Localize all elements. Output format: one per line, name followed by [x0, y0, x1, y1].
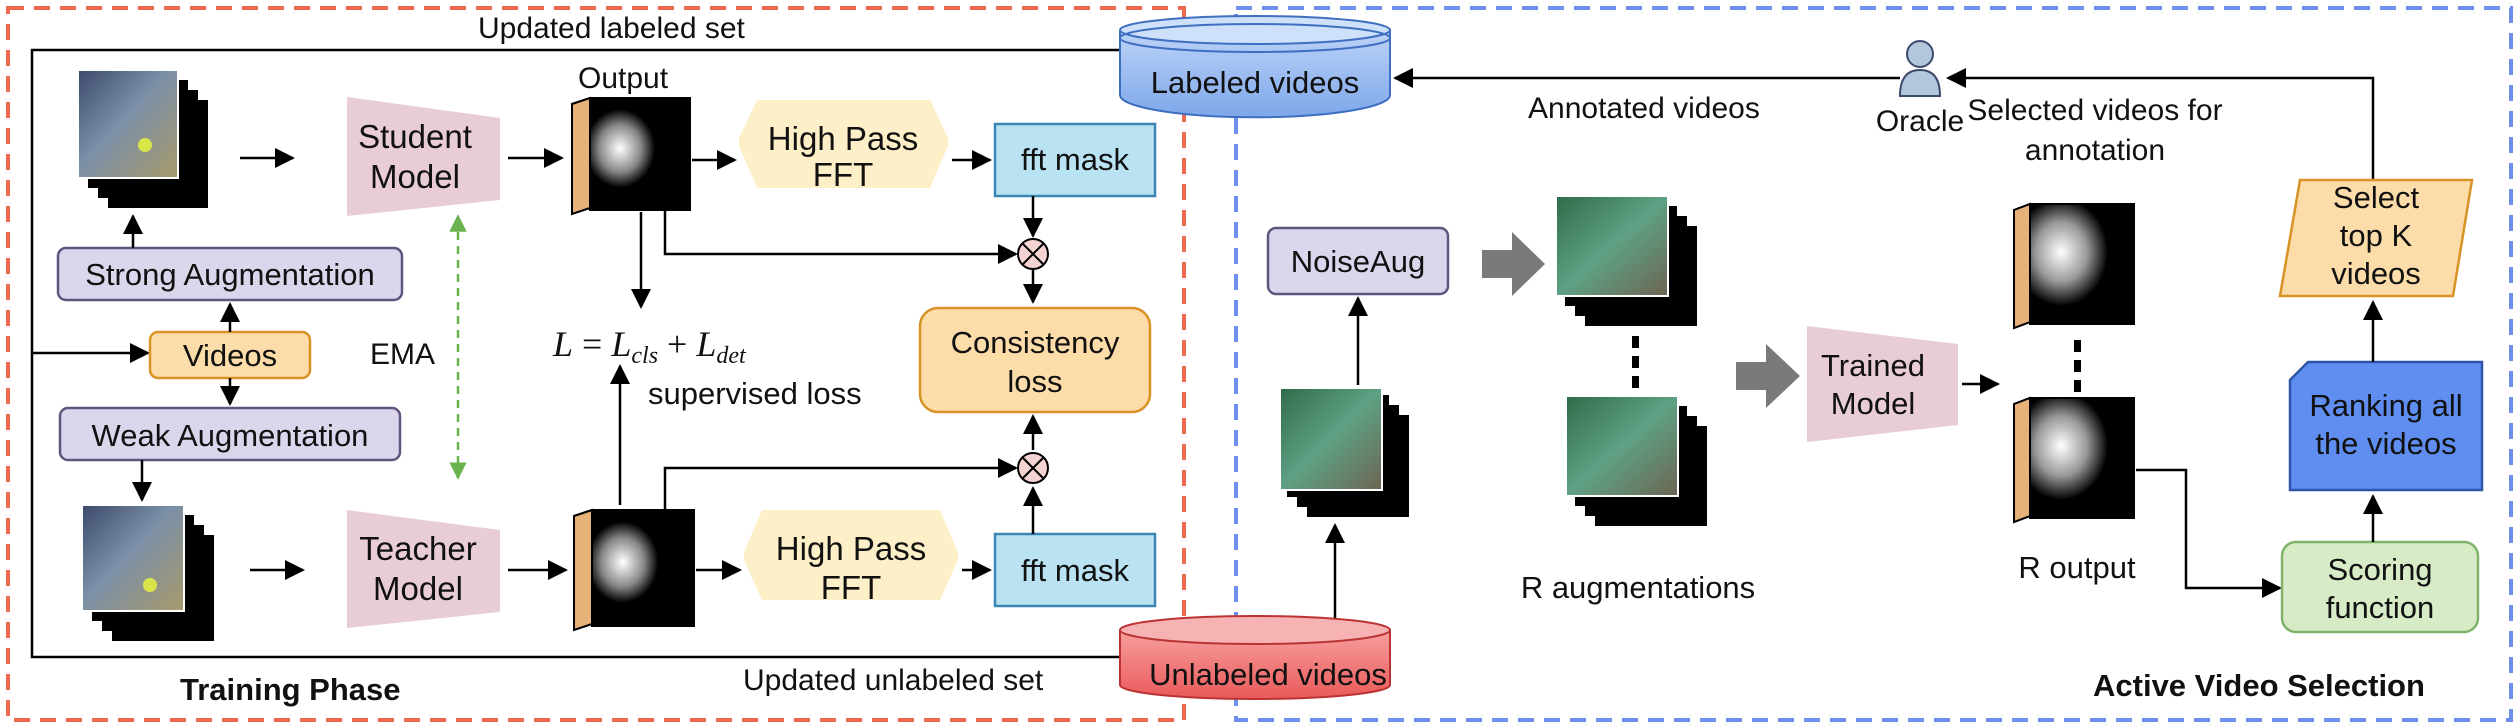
augmented-stack-top [1555, 195, 1697, 326]
oracle-icon [1898, 40, 1942, 97]
selected-videos-label-1: Selected videos for [1967, 94, 2222, 127]
teacher-model[interactable]: Teacher Model [347, 510, 500, 628]
selected-videos-label-2: annotation [2025, 134, 2165, 167]
teacher-model-label-1: Teacher [359, 530, 476, 567]
high-pass-fft-top[interactable]: High Pass FFT [739, 100, 948, 193]
updated-labeled-set-label: Updated labeled set [478, 12, 746, 45]
videos-label: Videos [183, 338, 277, 373]
r-augmentations-label: R augmentations [1521, 570, 1755, 605]
labeled-videos-database[interactable]: Labeled videos [1119, 15, 1391, 119]
training-phase-title: Training Phase [180, 672, 401, 707]
loss-formula: L = Lcls + Ldet [552, 324, 747, 369]
selection-panel-border [1234, 6, 2513, 722]
noise-aug-label: NoiseAug [1291, 244, 1425, 279]
r-output-cube-bottom [2013, 396, 2135, 524]
hpf-top-label-2: FFT [813, 156, 873, 193]
r-output-cube-top [2013, 202, 2135, 330]
teacher-output-cube [573, 508, 695, 632]
noise-aug-box[interactable]: NoiseAug [1266, 226, 1450, 296]
hpf-bottom-label-2: FFT [821, 569, 881, 606]
oracle-label: Oracle [1876, 105, 1964, 138]
scoring-label-2: function [2326, 590, 2435, 625]
fft-mask-top[interactable]: fft mask [993, 122, 1157, 198]
weak-augmentation-box[interactable]: Weak Augmentation [58, 406, 402, 462]
ellipsis-dots-output [2074, 340, 2081, 392]
select-top-k-label-2: top K [2340, 218, 2413, 253]
unlabeled-videos-database[interactable]: Unlabeled videos [1119, 615, 1391, 700]
process-arrow-1 [1482, 232, 1545, 296]
training-panel-border [6, 6, 1186, 722]
fft-mask-bottom[interactable]: fft mask [993, 532, 1157, 608]
unlabeled-video-stack [1279, 387, 1409, 517]
teacher-video-stack [81, 504, 214, 641]
ema-label: EMA [370, 338, 435, 371]
fft-mask-bottom-label: fft mask [1021, 553, 1129, 588]
weak-aug-label: Weak Augmentation [92, 418, 369, 453]
fft-mask-top-label: fft mask [1021, 142, 1129, 177]
labeled-videos-label: Labeled videos [1151, 65, 1360, 100]
ranking-box[interactable]: Ranking all the videos [2288, 360, 2484, 492]
trained-model-label-1: Trained [1821, 348, 1925, 383]
teacher-model-label-2: Model [373, 570, 463, 607]
ellipsis-dots-aug [1632, 336, 1639, 388]
ranking-label-2: the videos [2315, 426, 2456, 461]
unlabeled-videos-label: Unlabeled videos [1149, 657, 1387, 692]
hpf-bottom-label-1: High Pass [776, 530, 926, 567]
ranking-label-1: Ranking all [2309, 388, 2462, 423]
scoring-function-box[interactable]: Scoring function [2280, 540, 2480, 634]
supervised-loss-label: supervised loss [648, 376, 862, 411]
active-selection-title: Active Video Selection [2093, 668, 2425, 703]
strong-augmentation-box[interactable]: Strong Augmentation [56, 246, 404, 302]
student-model[interactable]: Student Model [347, 97, 500, 216]
high-pass-fft-bottom[interactable]: High Pass FFT [744, 510, 958, 606]
multiply-node-top [1017, 238, 1049, 270]
svg-text:L = Lcls + Ldet: L = Lcls + Ldet [552, 324, 747, 369]
multiply-node-bottom [1017, 452, 1049, 484]
trained-model-label-2: Model [1831, 386, 1915, 421]
scoring-label-1: Scoring [2327, 552, 2432, 587]
augmented-stack-bottom [1565, 395, 1707, 526]
trained-model[interactable]: Trained Model [1807, 326, 1958, 442]
videos-box[interactable]: Videos [148, 330, 312, 380]
hpf-top-label-1: High Pass [768, 120, 918, 157]
r-output-label: R output [2018, 550, 2136, 585]
student-video-stack [77, 69, 208, 208]
select-top-k-label-1: Select [2333, 180, 2420, 215]
consistency-loss-box[interactable]: Consistency loss [918, 306, 1152, 414]
annotated-videos-label: Annotated videos [1528, 92, 1760, 125]
student-model-label-2: Model [370, 158, 460, 195]
select-top-k-label-3: videos [2331, 256, 2421, 291]
student-output-cube [571, 96, 691, 216]
student-model-label-1: Student [358, 118, 472, 155]
consistency-loss-label-1: Consistency [951, 325, 1120, 360]
strong-aug-label: Strong Augmentation [85, 257, 375, 292]
select-top-k-box[interactable]: Select top K videos [2278, 178, 2474, 298]
updated-unlabeled-set-label: Updated unlabeled set [743, 664, 1044, 697]
consistency-loss-label-2: loss [1007, 364, 1062, 399]
process-arrow-2 [1736, 344, 1800, 408]
output-label: Output [578, 62, 669, 95]
